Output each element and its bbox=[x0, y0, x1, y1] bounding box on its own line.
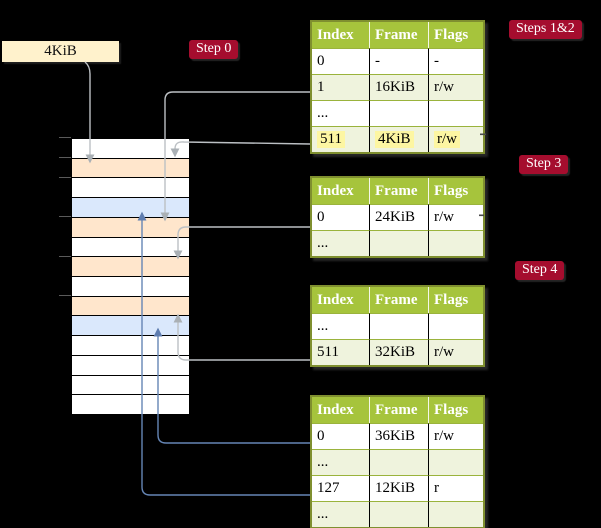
table-cell bbox=[369, 501, 428, 527]
table-cell: - bbox=[369, 48, 428, 74]
memory-frame-row bbox=[72, 355, 189, 376]
memory-frame-row bbox=[72, 257, 189, 278]
table-cell bbox=[369, 100, 428, 126]
table-cell: 1 bbox=[312, 74, 369, 100]
memory-frame-row bbox=[72, 198, 189, 218]
memory-frame-row bbox=[72, 237, 189, 258]
highlighted-value: r/w bbox=[434, 131, 460, 148]
arrow-pte0-24kib-to-frame bbox=[173, 226, 310, 260]
table-cell: r bbox=[428, 475, 483, 501]
table-cell: 511 bbox=[312, 126, 369, 152]
tick-mark bbox=[59, 177, 71, 178]
table-cell: r/w bbox=[428, 423, 483, 449]
table-cell bbox=[428, 501, 483, 527]
table-header-cell: Frame bbox=[369, 22, 428, 48]
tick-mark bbox=[59, 137, 71, 138]
memory-frame-row bbox=[72, 316, 189, 337]
memory-frame-row bbox=[72, 375, 189, 396]
memory-frame-row bbox=[72, 395, 189, 415]
table-cell: ... bbox=[312, 230, 369, 256]
memory-frame-row bbox=[72, 296, 189, 317]
table-cell: r/w bbox=[428, 74, 483, 100]
table-cell: 127 bbox=[312, 475, 369, 501]
table-cell bbox=[369, 449, 428, 475]
tick-mark bbox=[59, 295, 71, 296]
table-cell: 16KiB bbox=[369, 74, 428, 100]
table-header-cell: Frame bbox=[369, 178, 428, 204]
table-cell: 4KiB bbox=[369, 126, 428, 152]
physical-memory-column bbox=[71, 138, 190, 415]
table-cell: 0 bbox=[312, 48, 369, 74]
table-header-cell: Index bbox=[312, 397, 369, 423]
table-header-cell: Index bbox=[312, 22, 369, 48]
arrow-pte511-4kib-to-frame bbox=[170, 141, 311, 158]
page-size-label: 4KiB bbox=[2, 41, 119, 62]
table-cell: ... bbox=[312, 313, 369, 339]
step-0-badge: Step 0 bbox=[189, 40, 239, 59]
highlighted-value: 4KiB bbox=[375, 131, 414, 148]
table-cell: ... bbox=[312, 501, 369, 527]
table-cell: 12KiB bbox=[369, 475, 428, 501]
table-cell bbox=[369, 313, 428, 339]
table-header-cell: Index bbox=[312, 178, 369, 204]
table-header-cell: Index bbox=[312, 287, 369, 313]
arrow-pte511-32kib-to-frame bbox=[173, 313, 310, 361]
memory-frame-row bbox=[72, 139, 189, 159]
table-cell: 0 bbox=[312, 204, 369, 230]
table-cell: 24KiB bbox=[369, 204, 428, 230]
table-cell: 0 bbox=[312, 423, 369, 449]
table-cell: - bbox=[428, 48, 483, 74]
tick-mark bbox=[59, 256, 71, 257]
table-header-cell: Frame bbox=[369, 397, 428, 423]
memory-frame-row bbox=[72, 277, 189, 297]
table-cell bbox=[428, 449, 483, 475]
table-cell: r/w bbox=[428, 339, 483, 365]
memory-frame-row bbox=[72, 336, 189, 356]
table-header-cell: Flags bbox=[428, 178, 483, 204]
table-cell: ... bbox=[312, 100, 369, 126]
table-header-cell: Frame bbox=[369, 287, 428, 313]
table-cell: 511 bbox=[312, 339, 369, 365]
tick-mark bbox=[59, 157, 71, 158]
table-cell bbox=[428, 313, 483, 339]
table-cell: 36KiB bbox=[369, 423, 428, 449]
step-4-badge: Step 4 bbox=[515, 261, 565, 280]
highlighted-value: 511 bbox=[317, 131, 345, 148]
table-cell: ... bbox=[312, 449, 369, 475]
table-cell bbox=[428, 230, 483, 256]
table-cell bbox=[369, 230, 428, 256]
step-3-badge: Step 3 bbox=[519, 155, 569, 174]
table-cell: 32KiB bbox=[369, 339, 428, 365]
memory-frame-row bbox=[72, 217, 189, 238]
table-cell: r/w bbox=[428, 204, 483, 230]
table-header-cell: Flags bbox=[428, 287, 483, 313]
table-header-cell: Flags bbox=[428, 397, 483, 423]
table-header-cell: Flags bbox=[428, 22, 483, 48]
table-cell bbox=[428, 100, 483, 126]
memory-frame-row bbox=[72, 158, 189, 179]
steps-1-2-badge: Steps 1&2 bbox=[509, 20, 582, 39]
memory-frame-row bbox=[72, 178, 189, 199]
tick-mark bbox=[59, 216, 71, 217]
table-cell: r/w bbox=[428, 126, 483, 152]
